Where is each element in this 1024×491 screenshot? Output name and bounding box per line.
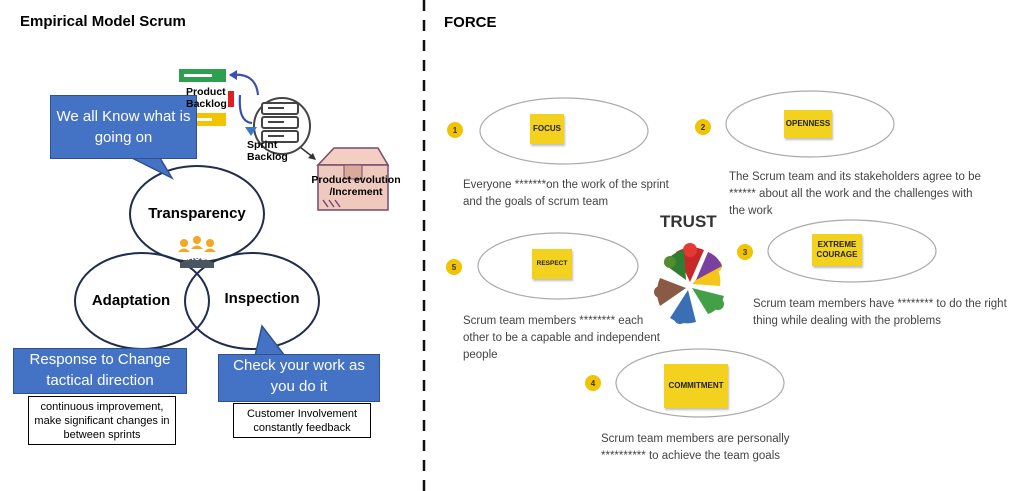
courage-ellipse <box>767 219 937 283</box>
sprint-backlog-server-icon <box>245 97 311 155</box>
badge-5: 5 <box>446 259 462 275</box>
right-title: FORCE <box>444 14 497 31</box>
sprint-backlog-label: Sprint Backlog <box>247 139 288 163</box>
inspection-circle <box>184 252 320 350</box>
sticky-focus: FOCUS <box>530 114 564 144</box>
callout-right-tail <box>254 324 287 357</box>
product-backlog-icon <box>179 69 234 126</box>
adaptation-label: Adaptation <box>91 292 171 309</box>
commitment-ellipse <box>615 348 785 418</box>
sticky-openness: OPENNESS <box>784 110 832 138</box>
callout-transparency-text: We all Know what is going on <box>56 108 191 146</box>
callout-inspection-text: Check your work as you do it <box>233 357 365 395</box>
sticky-courage: EXTREME COURAGE <box>812 234 862 266</box>
respect-description: Scrum team members ******** each other t… <box>463 315 660 361</box>
adaptation-note-box: continuous improvement, make significant… <box>28 396 176 445</box>
callout-adaptation-text: Response to Change tactical direction <box>29 351 171 389</box>
openness-description: The Scrum team and its stakeholders agre… <box>729 171 981 217</box>
trust-center-label: TRUST <box>182 252 212 262</box>
callout-top-tail <box>131 157 174 180</box>
sticky-respect: RESPECT <box>532 249 572 279</box>
callout-adaptation: Response to Change tactical direction <box>13 348 187 394</box>
courage-description: Scrum team members have ******** to do t… <box>753 298 1007 327</box>
focus-ellipse <box>479 97 649 165</box>
inspection-note-box: Customer Involvement constantly feedback <box>233 403 371 438</box>
badge-2: 2 <box>695 119 711 135</box>
trust-people-icon <box>178 236 216 268</box>
transparency-label: Transparency <box>148 205 246 222</box>
badge-3: 3 <box>737 244 753 260</box>
left-title: Empirical Model Scrum <box>20 13 186 30</box>
openness-ellipse <box>725 90 895 158</box>
focus-description: Everyone *******on the work of the sprin… <box>463 179 669 208</box>
callout-transparency: We all Know what is going on <box>50 95 197 159</box>
team-circle-icon <box>654 243 724 324</box>
badge-4: 4 <box>585 375 601 391</box>
adaptation-note-text: continuous improvement, make significant… <box>34 400 170 441</box>
callout-inspection: Check your work as you do it <box>218 354 380 402</box>
commitment-description: Scrum team members are personally ******… <box>601 433 790 462</box>
respect-ellipse <box>477 232 639 300</box>
product-evolution-label: Product evolution /Increment <box>311 174 401 198</box>
product-box-icon <box>316 147 390 211</box>
inspection-note-text: Customer Involvement constantly feedback <box>246 407 358 434</box>
badge-1: 1 <box>447 122 463 138</box>
inspection-label: Inspection <box>224 290 300 307</box>
product-backlog-label: Product Backlog <box>186 86 227 110</box>
trust-heading: TRUST <box>660 212 717 231</box>
sticky-commitment: COMMITMENT <box>664 364 728 408</box>
